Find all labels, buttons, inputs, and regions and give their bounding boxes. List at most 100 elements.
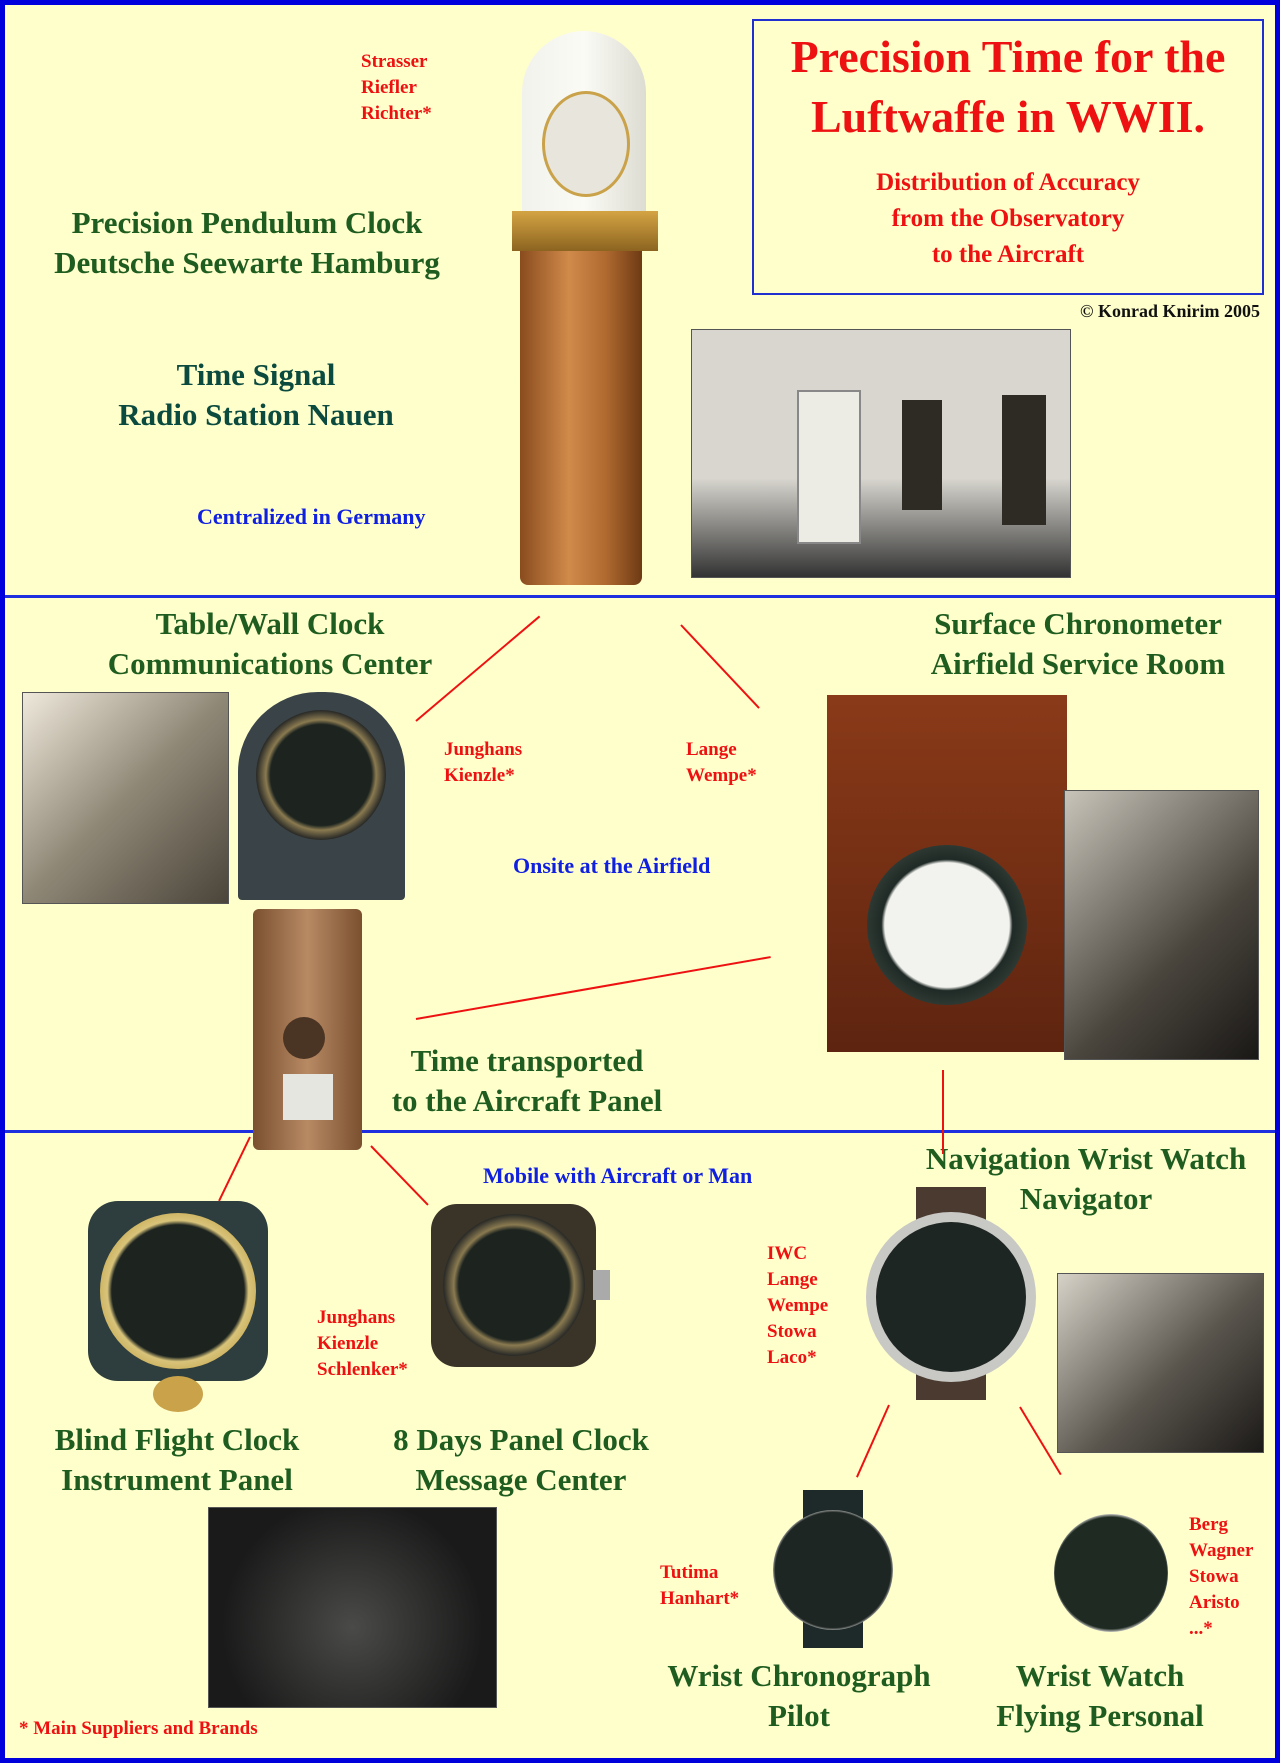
supplier: Lange — [686, 739, 737, 760]
main-title-line1: Precision Time for the — [790, 31, 1226, 82]
supplier: Stowa — [1189, 1566, 1239, 1587]
navigation-watch-title: Navigation Wrist Watch Navigator — [886, 1139, 1280, 1219]
supplier: Lange — [767, 1269, 818, 1290]
supplier: Berg — [1189, 1514, 1229, 1535]
main-title-line2: Luftwaffe in WWII. — [810, 91, 1205, 142]
wrist-chronograph-image — [768, 1490, 909, 1648]
supplier: Stowa — [767, 1321, 817, 1342]
title-line: 8 Days Panel Clock — [393, 1422, 649, 1457]
wall-clock — [902, 400, 942, 510]
chronometer-suppliers: Lange Wempe* — [686, 737, 757, 789]
title-line: Deutsche Seewarte Hamburg — [54, 245, 440, 280]
supplier: Hanhart* — [660, 1588, 740, 1609]
wrist-watch-image — [1046, 1502, 1176, 1643]
title-line: Message Center — [415, 1462, 627, 1497]
navigator-suppliers: IWC Lange Wempe Stowa Laco* — [767, 1241, 828, 1371]
title-line: Airfield Service Room — [930, 646, 1226, 681]
connector-line — [942, 1070, 944, 1154]
mobile-caption: Mobile with Aircraft or Man — [483, 1163, 753, 1188]
door — [797, 390, 861, 544]
surface-chronometer-title: Surface Chronometer Airfield Service Roo… — [858, 604, 1280, 684]
navigators-photo — [1057, 1273, 1264, 1453]
wrist-watch-suppliers: Berg Wagner Stowa Aristo ...* — [1189, 1512, 1253, 1642]
subtitle-line1: Distribution of Accuracy — [876, 169, 1140, 196]
watch-face — [773, 1510, 893, 1630]
pendulum-clock-image — [512, 31, 658, 585]
centralized-caption: Centralized in Germany — [197, 504, 426, 529]
navigator-watch-image — [866, 1187, 1046, 1400]
pendulum-suppliers: Strasser Riefler Richter* — [361, 49, 432, 127]
clock-face — [443, 1214, 585, 1356]
blind-flight-clock-title: Blind Flight Clock Instrument Panel — [17, 1420, 337, 1500]
wrist-watch-title: Wrist Watch Flying Personal — [960, 1656, 1240, 1736]
title-line: Wrist Watch — [1015, 1658, 1185, 1693]
chronograph-suppliers: Tutima Hanhart* — [660, 1560, 739, 1612]
clock-face — [283, 1017, 325, 1059]
supplier: Richter* — [361, 103, 432, 124]
copper-cylinder — [520, 251, 642, 585]
onsite-caption: Onsite at the Airfield — [513, 853, 711, 878]
title-line: to the Aircraft Panel — [391, 1083, 663, 1118]
supplier: Junghans — [317, 1307, 396, 1328]
table-clock-title: Table/Wall Clock Communications Center — [40, 604, 500, 684]
supplier: Wempe* — [686, 765, 757, 786]
wrist-chronograph-title: Wrist Chronograph Pilot — [639, 1656, 959, 1736]
chronometer-box-image — [827, 695, 1067, 1052]
time-signal-title: Time Signal Radio Station Nauen — [56, 355, 456, 435]
supplier: ...* — [1189, 1618, 1213, 1639]
blind-flight-clock-image — [88, 1201, 281, 1412]
section-divider-2 — [5, 1130, 1275, 1133]
plate — [283, 1074, 333, 1120]
pendulum-clock-title: Precision Pendulum Clock Deutsche Seewar… — [27, 203, 467, 283]
observatory-room-photo — [691, 329, 1071, 578]
supplier: Riefler — [361, 77, 417, 98]
title-line: Wrist Chronograph — [667, 1658, 931, 1693]
title-line: Time Signal — [176, 357, 336, 392]
title-line: Navigation Wrist Watch — [925, 1141, 1247, 1176]
time-transported-title: Time transported to the Aircraft Panel — [357, 1041, 697, 1121]
setting-knob — [153, 1376, 203, 1412]
title-line: Pilot — [768, 1698, 830, 1733]
winding-crown — [593, 1270, 610, 1300]
supplier: Schlenker* — [317, 1359, 408, 1380]
table-clock-suppliers: Junghans Kienzle* — [444, 737, 522, 789]
title-line: Blind Flight Clock — [54, 1422, 300, 1457]
watch-face — [876, 1222, 1026, 1372]
supplier: Wagner — [1189, 1540, 1254, 1561]
section-divider-1 — [5, 595, 1275, 598]
cockpit-photo — [208, 1507, 497, 1708]
supplier: IWC — [767, 1243, 808, 1264]
subtitle-line2: from the Observatory — [891, 205, 1125, 232]
title-line: Communications Center — [107, 646, 433, 681]
wall-clock — [1002, 395, 1046, 525]
title-line: Surface Chronometer — [934, 606, 1222, 641]
title-line: Navigator — [1019, 1181, 1153, 1216]
watch-face — [1054, 1514, 1168, 1632]
radio-operator-photo — [22, 692, 229, 904]
subtitle-line3: to the Aircraft — [931, 241, 1085, 268]
copyright: © Konrad Knirim 2005 — [1080, 301, 1260, 321]
supplier: Tutima — [660, 1562, 719, 1583]
supplier: Junghans — [444, 739, 523, 760]
footnote: * Main Suppliers and Brands — [19, 1718, 258, 1739]
title-line: Flying Personal — [996, 1698, 1204, 1733]
title-line: Precision Pendulum Clock — [71, 205, 423, 240]
title-line: Instrument Panel — [61, 1462, 293, 1497]
supplier: Strasser — [361, 51, 428, 72]
panel-clock-suppliers: Junghans Kienzle Schlenker* — [317, 1305, 408, 1383]
clock-face — [256, 710, 386, 840]
chronometer-dial — [867, 845, 1027, 1005]
clock-face — [100, 1213, 256, 1369]
panel-clock-image — [431, 1204, 610, 1367]
supplier: Aristo — [1189, 1592, 1240, 1613]
clock-dial — [542, 91, 630, 197]
supplier: Kienzle* — [444, 765, 515, 786]
supplier: Laco* — [767, 1347, 817, 1368]
brass-ring — [512, 211, 658, 251]
title-line: Time transported — [410, 1043, 644, 1078]
title-line: Radio Station Nauen — [118, 397, 394, 432]
supplier: Wempe — [767, 1295, 829, 1316]
table-clock-image — [238, 692, 405, 900]
panel-clock-title: 8 Days Panel Clock Message Center — [361, 1420, 681, 1500]
